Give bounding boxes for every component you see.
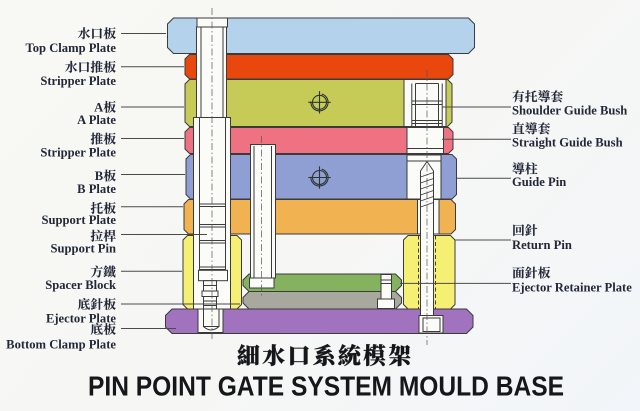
svg-text:Stripper Plate: Stripper Plate — [40, 74, 116, 88]
svg-text:Support Plate: Support Plate — [41, 213, 116, 227]
svg-text:A Plate: A Plate — [77, 113, 116, 127]
svg-text:Ejector Plate: Ejector Plate — [46, 312, 116, 326]
svg-text:Spacer Block: Spacer Block — [45, 278, 116, 292]
svg-text:Straight Guide Bush: Straight Guide Bush — [512, 136, 623, 150]
svg-text:Guide Pin: Guide Pin — [512, 175, 566, 189]
svg-text:Stripper Plate: Stripper Plate — [40, 146, 116, 160]
svg-text:Return Pin: Return Pin — [512, 238, 572, 252]
svg-text:Bottom Clamp Plate: Bottom Clamp Plate — [6, 338, 116, 352]
svg-text:B Plate: B Plate — [77, 182, 116, 196]
svg-text:B: B — [95, 169, 104, 183]
svg-text:Shoulder Guide Bush: Shoulder Guide Bush — [512, 104, 627, 118]
svg-text:PIN POINT GATE SYSTEM MOULD BA: PIN POINT GATE SYSTEM MOULD BASE — [88, 371, 564, 402]
svg-text:Top Clamp Plate: Top Clamp Plate — [26, 41, 117, 55]
svg-text:Ejector Retainer Plate: Ejector Retainer Plate — [512, 281, 632, 295]
svg-text:Support Pin: Support Pin — [51, 242, 116, 256]
svg-text:A: A — [94, 101, 103, 115]
